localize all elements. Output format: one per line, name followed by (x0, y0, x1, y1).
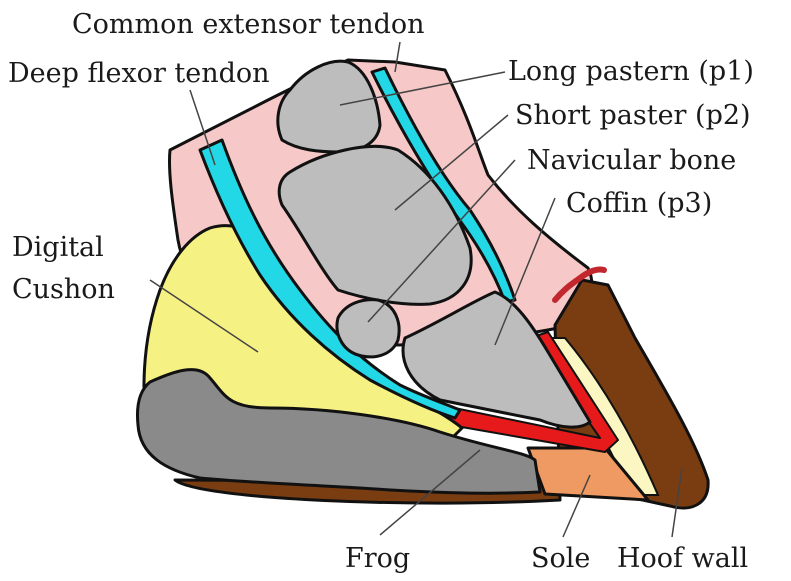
label-digital-cushion-line1: Digital (12, 232, 104, 263)
navicular-bone (337, 300, 399, 357)
label-sole: Sole (531, 543, 590, 574)
long-pastern-bone (278, 61, 380, 152)
label-deep-flexor-tendon: Deep flexor tendon (8, 58, 270, 89)
label-frog: Frog (345, 543, 410, 574)
label-hoof-wall: Hoof wall (617, 543, 748, 574)
label-short-pastern: Short paster (p2) (515, 100, 751, 131)
label-coffin: Coffin (p3) (566, 188, 712, 219)
label-digital-cushion-line2: Cushon (12, 274, 115, 305)
label-long-pastern: Long pastern (p1) (508, 56, 754, 87)
label-navicular-bone: Navicular bone (527, 145, 736, 176)
label-common-extensor-tendon: Common extensor tendon (72, 9, 425, 40)
